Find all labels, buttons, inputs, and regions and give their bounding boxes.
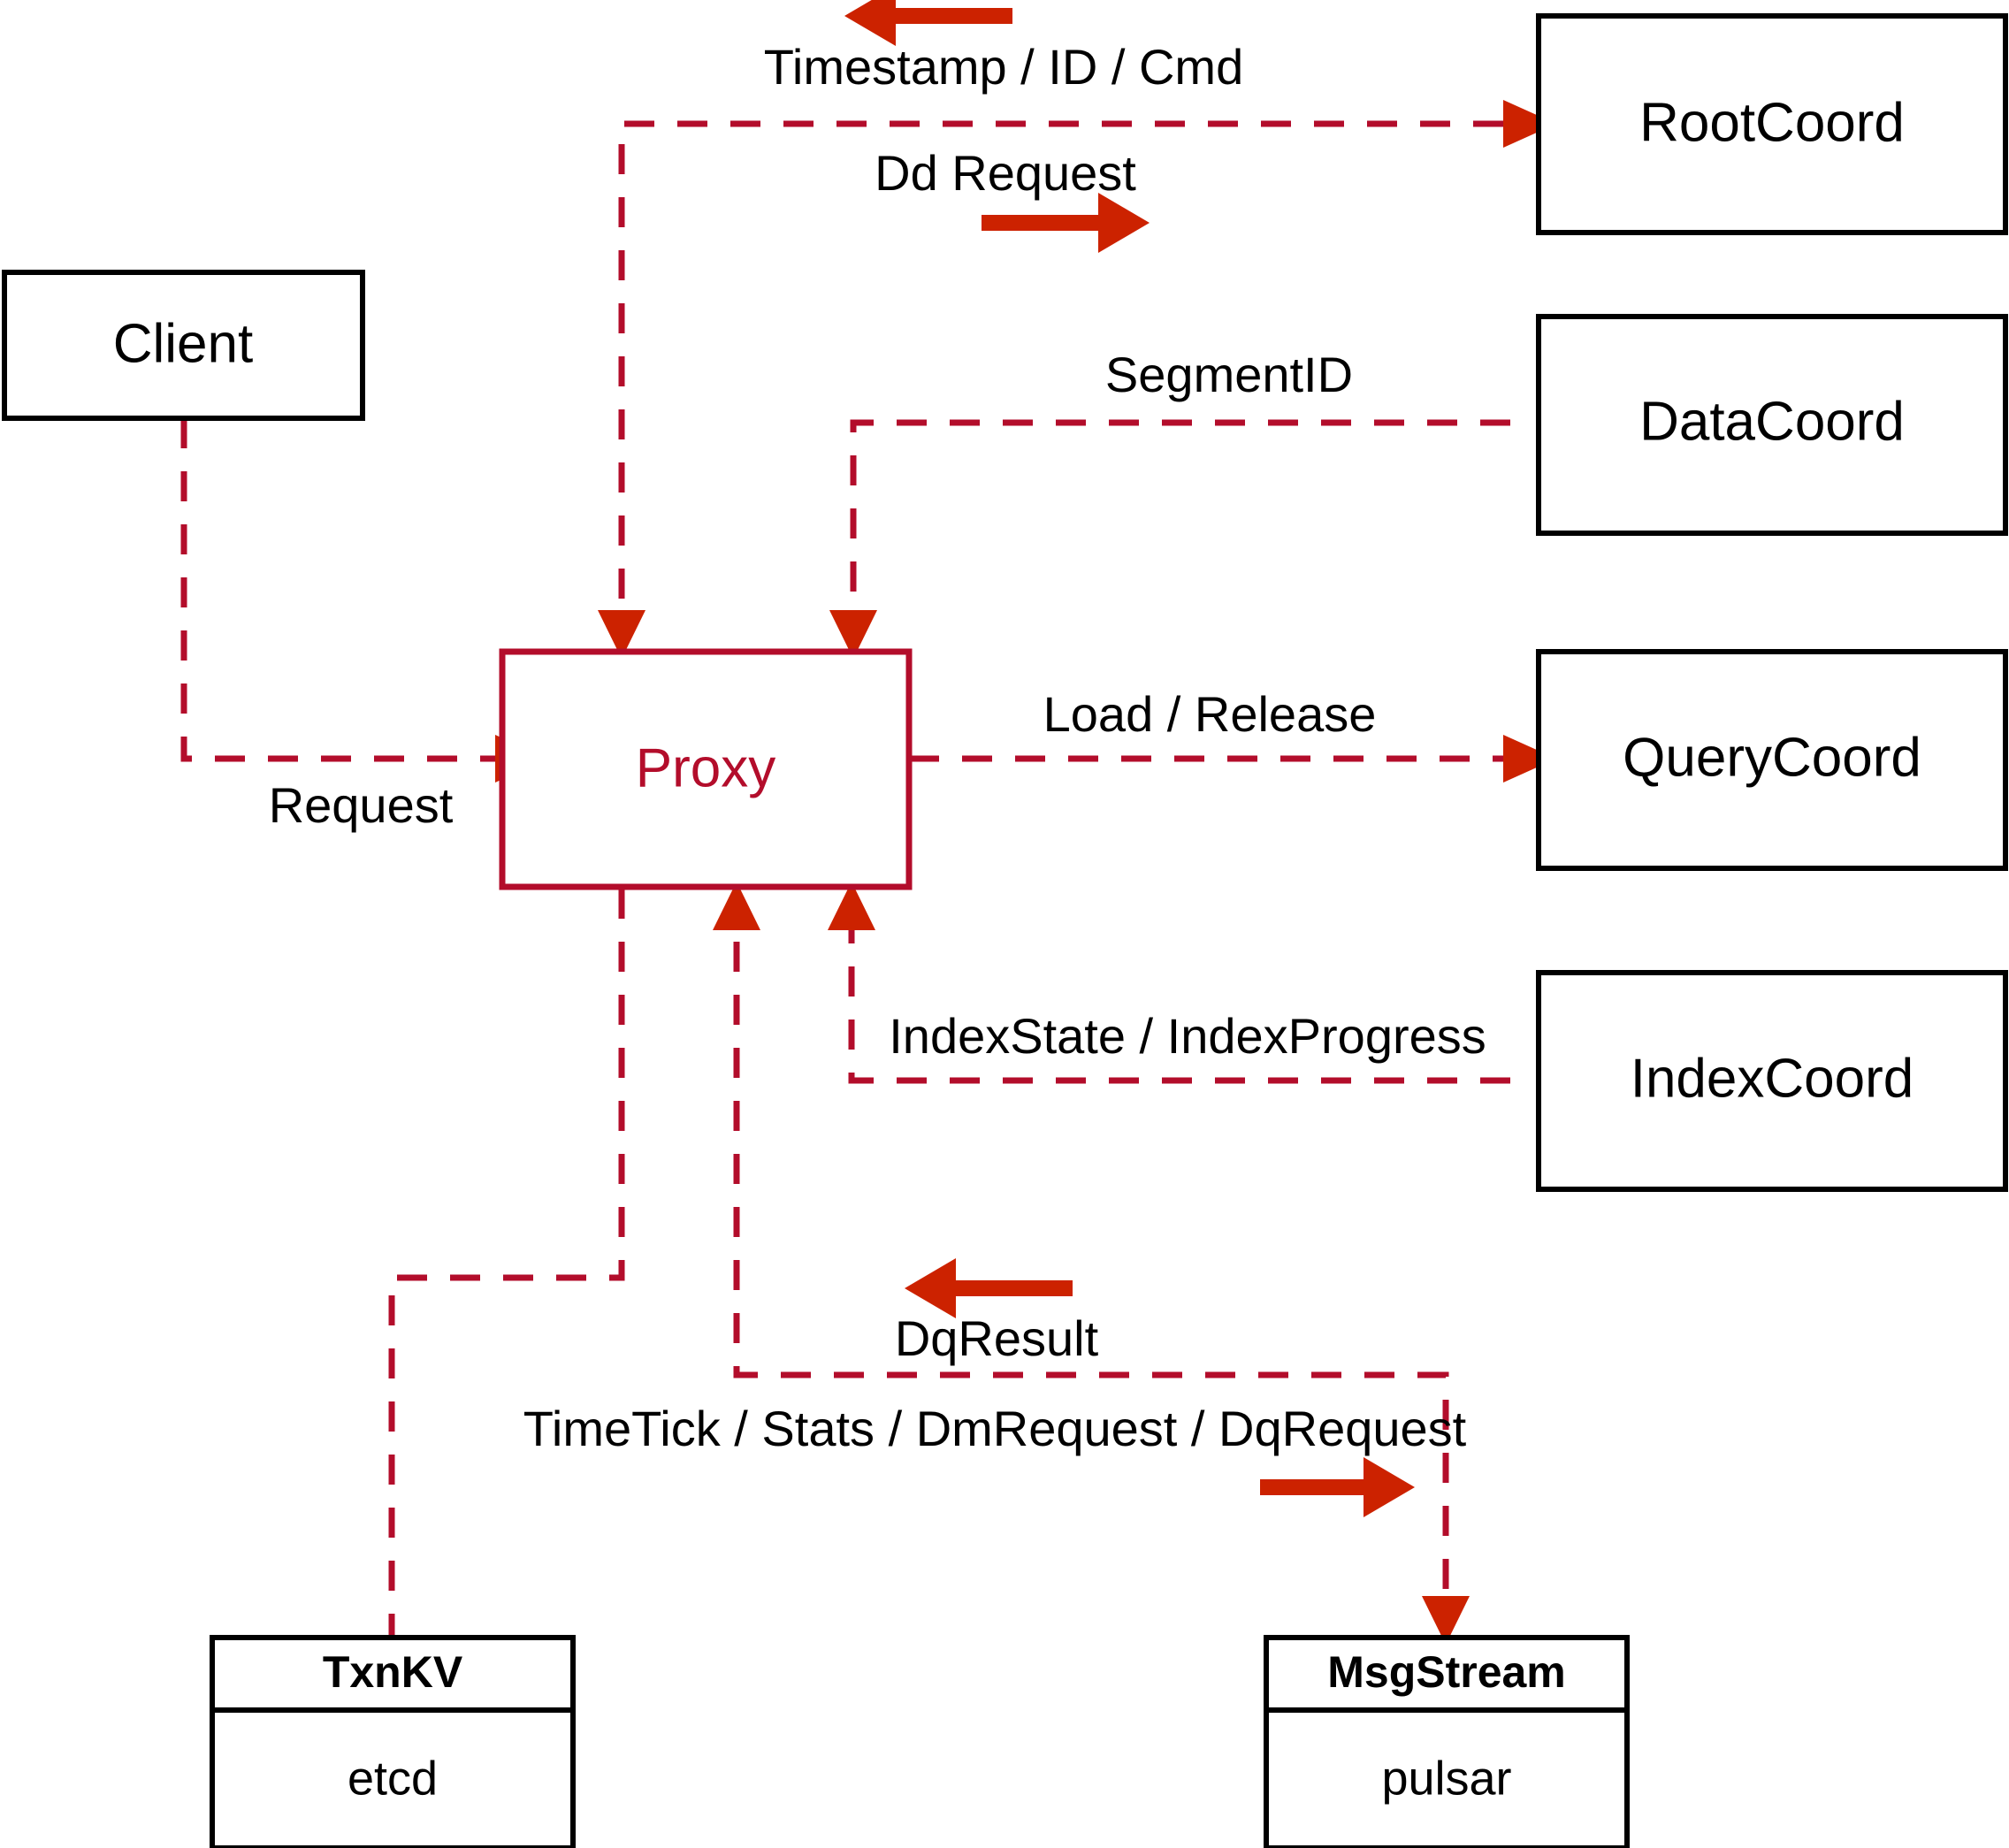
direction-arrow-dq-result <box>905 1258 1073 1318</box>
node-txnkv[interactable]: TxnKV etcd <box>210 1635 576 1848</box>
arrowhead-proxy-in-right <box>829 610 877 659</box>
direction-arrow-timestamp-id-cmd <box>844 0 1012 46</box>
node-msgstream-label: MsgStream <box>1327 1647 1566 1697</box>
node-datacoord[interactable]: DataCoord <box>1536 314 2008 536</box>
node-rootcoord-label: RootCoord <box>1639 92 1905 153</box>
direction-arrow-dd-request <box>982 193 1150 253</box>
flow-line-txnkv <box>388 889 625 1638</box>
node-txnkv-label: TxnKV <box>323 1647 463 1697</box>
flow-line-dd-request <box>618 120 1503 652</box>
arrowhead-querycoord-in <box>1503 735 1556 783</box>
node-indexcoord[interactable]: IndexCoord <box>1536 970 2008 1192</box>
edge-label-timetick-stats-dm-dq: TimeTick / Stats / DmRequest / DqRequest <box>523 1401 1467 1456</box>
edge-label-segment-id: SegmentID <box>1105 347 1353 402</box>
edge-label-dq-result: DqResult <box>895 1310 1099 1366</box>
node-client-label: Client <box>113 313 254 374</box>
direction-arrow-timetick <box>1260 1457 1415 1517</box>
node-txnkv-impl: etcd <box>348 1752 438 1805</box>
node-querycoord-label: QueryCoord <box>1623 727 1921 788</box>
edge-label-timestamp-id-cmd: Timestamp / ID / Cmd <box>764 39 1243 95</box>
edge-label-load-release: Load / Release <box>1043 686 1377 742</box>
edge-label-request: Request <box>269 777 454 833</box>
arrowhead-proxy-in-left <box>598 610 645 659</box>
flow-line-segment-id <box>850 419 1510 652</box>
node-proxy-label: Proxy <box>636 737 775 798</box>
edge-label-index-state-progress: IndexState / IndexProgress <box>889 1008 1486 1064</box>
node-indexcoord-label: IndexCoord <box>1631 1048 1914 1109</box>
node-proxy[interactable]: Proxy <box>499 648 913 890</box>
arrowhead-rootcoord-in <box>1503 100 1556 148</box>
node-datacoord-label: DataCoord <box>1639 391 1905 452</box>
flow-line-request <box>180 418 502 762</box>
flow-line-msgstream <box>733 889 1449 1638</box>
node-msgstream[interactable]: MsgStream pulsar <box>1264 1635 1630 1848</box>
node-rootcoord[interactable]: RootCoord <box>1536 13 2008 235</box>
node-msgstream-impl: pulsar <box>1381 1752 1511 1805</box>
edge-label-dd-request: Dd Request <box>875 145 1136 201</box>
node-querycoord[interactable]: QueryCoord <box>1536 649 2008 871</box>
arrowhead-proxy-in-index <box>828 882 875 930</box>
node-client[interactable]: Client <box>2 270 365 421</box>
arrowhead-proxy-in-dqresult <box>713 882 760 930</box>
flow-line-index-state <box>848 889 1510 1084</box>
arrowhead-msgstream-in <box>1422 1596 1470 1645</box>
